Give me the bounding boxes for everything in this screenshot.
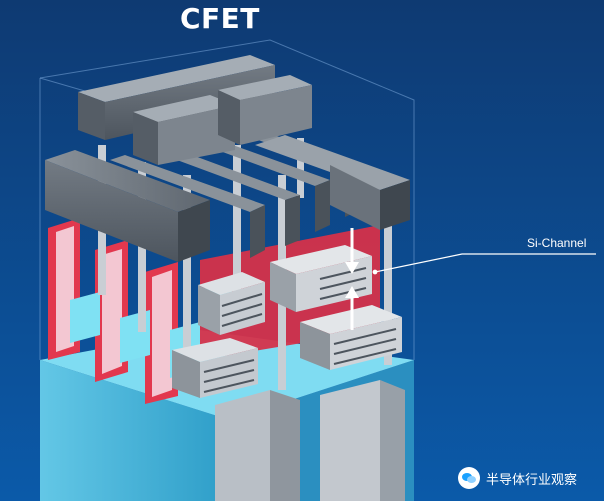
wechat-icon: [458, 467, 480, 489]
callout-line: [372, 253, 596, 275]
spacing-arrows: [345, 228, 359, 330]
bottom-fins: [215, 380, 405, 501]
diagram-title: CFET: [180, 2, 260, 35]
gate-comb: [45, 125, 410, 262]
top-metal: [78, 55, 312, 165]
upper-stack-left: [198, 272, 265, 335]
lower-stack-right: [300, 305, 402, 370]
watermark: 半导体行业观察: [458, 467, 577, 489]
watermark-text: 半导体行业观察: [486, 472, 578, 488]
si-channel-label: Si-Channel: [527, 236, 587, 250]
lower-stack-left: [172, 338, 258, 398]
